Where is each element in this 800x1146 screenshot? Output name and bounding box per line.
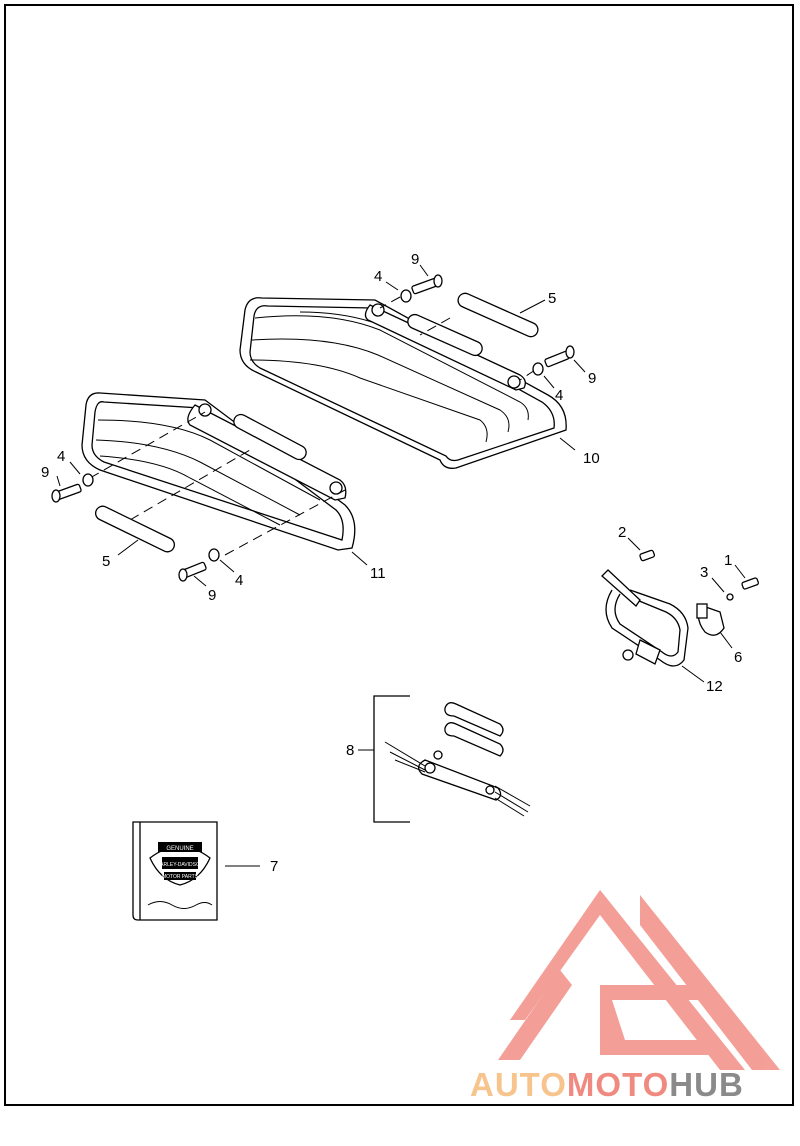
pad-5-bottom: [94, 505, 176, 553]
leader-lines: [56, 264, 746, 867]
screw-9-right: [544, 345, 575, 368]
callout-labels: 9 4 5 9 4 10 4 9 5 4 9 11 2 1 3 6 12 8 7: [41, 251, 742, 875]
callout-12: 12: [706, 678, 723, 695]
callout-5: 5: [548, 290, 556, 307]
washer-4-right: [532, 362, 544, 376]
callout-5: 5: [102, 553, 110, 570]
emblem-bottom-text: MOTOR PARTS: [162, 874, 199, 880]
callout-4: 4: [57, 448, 65, 465]
callout-4: 4: [374, 268, 382, 285]
callout-9: 9: [588, 370, 596, 387]
diagram-border: [4, 4, 794, 1106]
bracket-12: [601, 569, 689, 667]
callout-9: 9: [411, 251, 419, 268]
washer-3: [726, 593, 734, 601]
screw-9-bottom: [178, 561, 207, 582]
washer-4-bottom: [208, 548, 220, 562]
washer-4-top: [400, 289, 412, 303]
genuine-parts-booklet-7: GENUINE HARLEY-DAVIDSON MOTOR PARTS: [132, 821, 218, 921]
screw-1: [741, 577, 759, 590]
screw-9-left: [51, 483, 82, 503]
callout-4: 4: [235, 572, 243, 589]
washer-4-left: [82, 473, 94, 487]
watermark-hub: HUB: [669, 1066, 744, 1103]
clamp-6: [696, 603, 725, 636]
callout-8: 8: [346, 742, 354, 759]
watermark-text: AUTOMOTOHUB: [470, 1066, 744, 1103]
screw-2: [639, 549, 656, 562]
luggage-rack-11: [81, 392, 356, 551]
pad-5-top: [457, 292, 539, 338]
callout-9: 9: [41, 464, 49, 481]
callout-7: 7: [270, 858, 278, 875]
callout-9: 9: [208, 587, 216, 604]
callout-11: 11: [370, 565, 386, 582]
callout-10: 10: [583, 450, 600, 467]
callout-6: 6: [734, 649, 742, 666]
callout-1: 1: [724, 552, 732, 569]
tool-kit-8: [373, 695, 531, 823]
callout-2: 2: [618, 524, 626, 541]
watermark-auto: AUTO: [470, 1066, 567, 1103]
watermark-moto: MOTO: [567, 1066, 669, 1103]
callout-3: 3: [700, 564, 708, 581]
emblem-middle-text: HARLEY-DAVIDSON: [157, 862, 204, 868]
callout-4: 4: [555, 387, 563, 404]
watermark-logo: [498, 890, 780, 1070]
emblem-top-text: GENUINE: [166, 846, 193, 852]
screw-9-top: [411, 274, 443, 295]
